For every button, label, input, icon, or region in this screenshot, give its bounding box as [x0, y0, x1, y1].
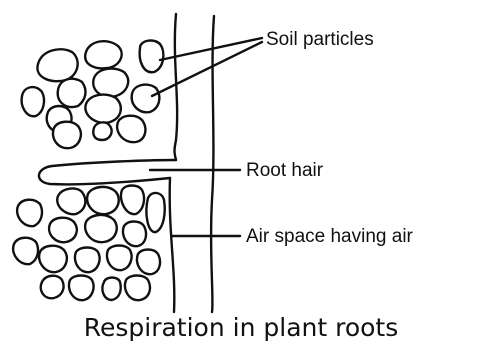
- label-soil-particles: Soil particles: [266, 29, 374, 50]
- soil-particles-upper: [22, 41, 164, 149]
- root-outline: [170, 14, 214, 312]
- label-air-space: Air space having air: [246, 226, 414, 247]
- label-root-hair: Root hair: [246, 160, 324, 181]
- leader-lines: [150, 38, 262, 236]
- figure-caption: Respiration in plant roots: [84, 313, 399, 342]
- root-hair: [39, 160, 176, 184]
- soil-particles-lower: [13, 186, 165, 301]
